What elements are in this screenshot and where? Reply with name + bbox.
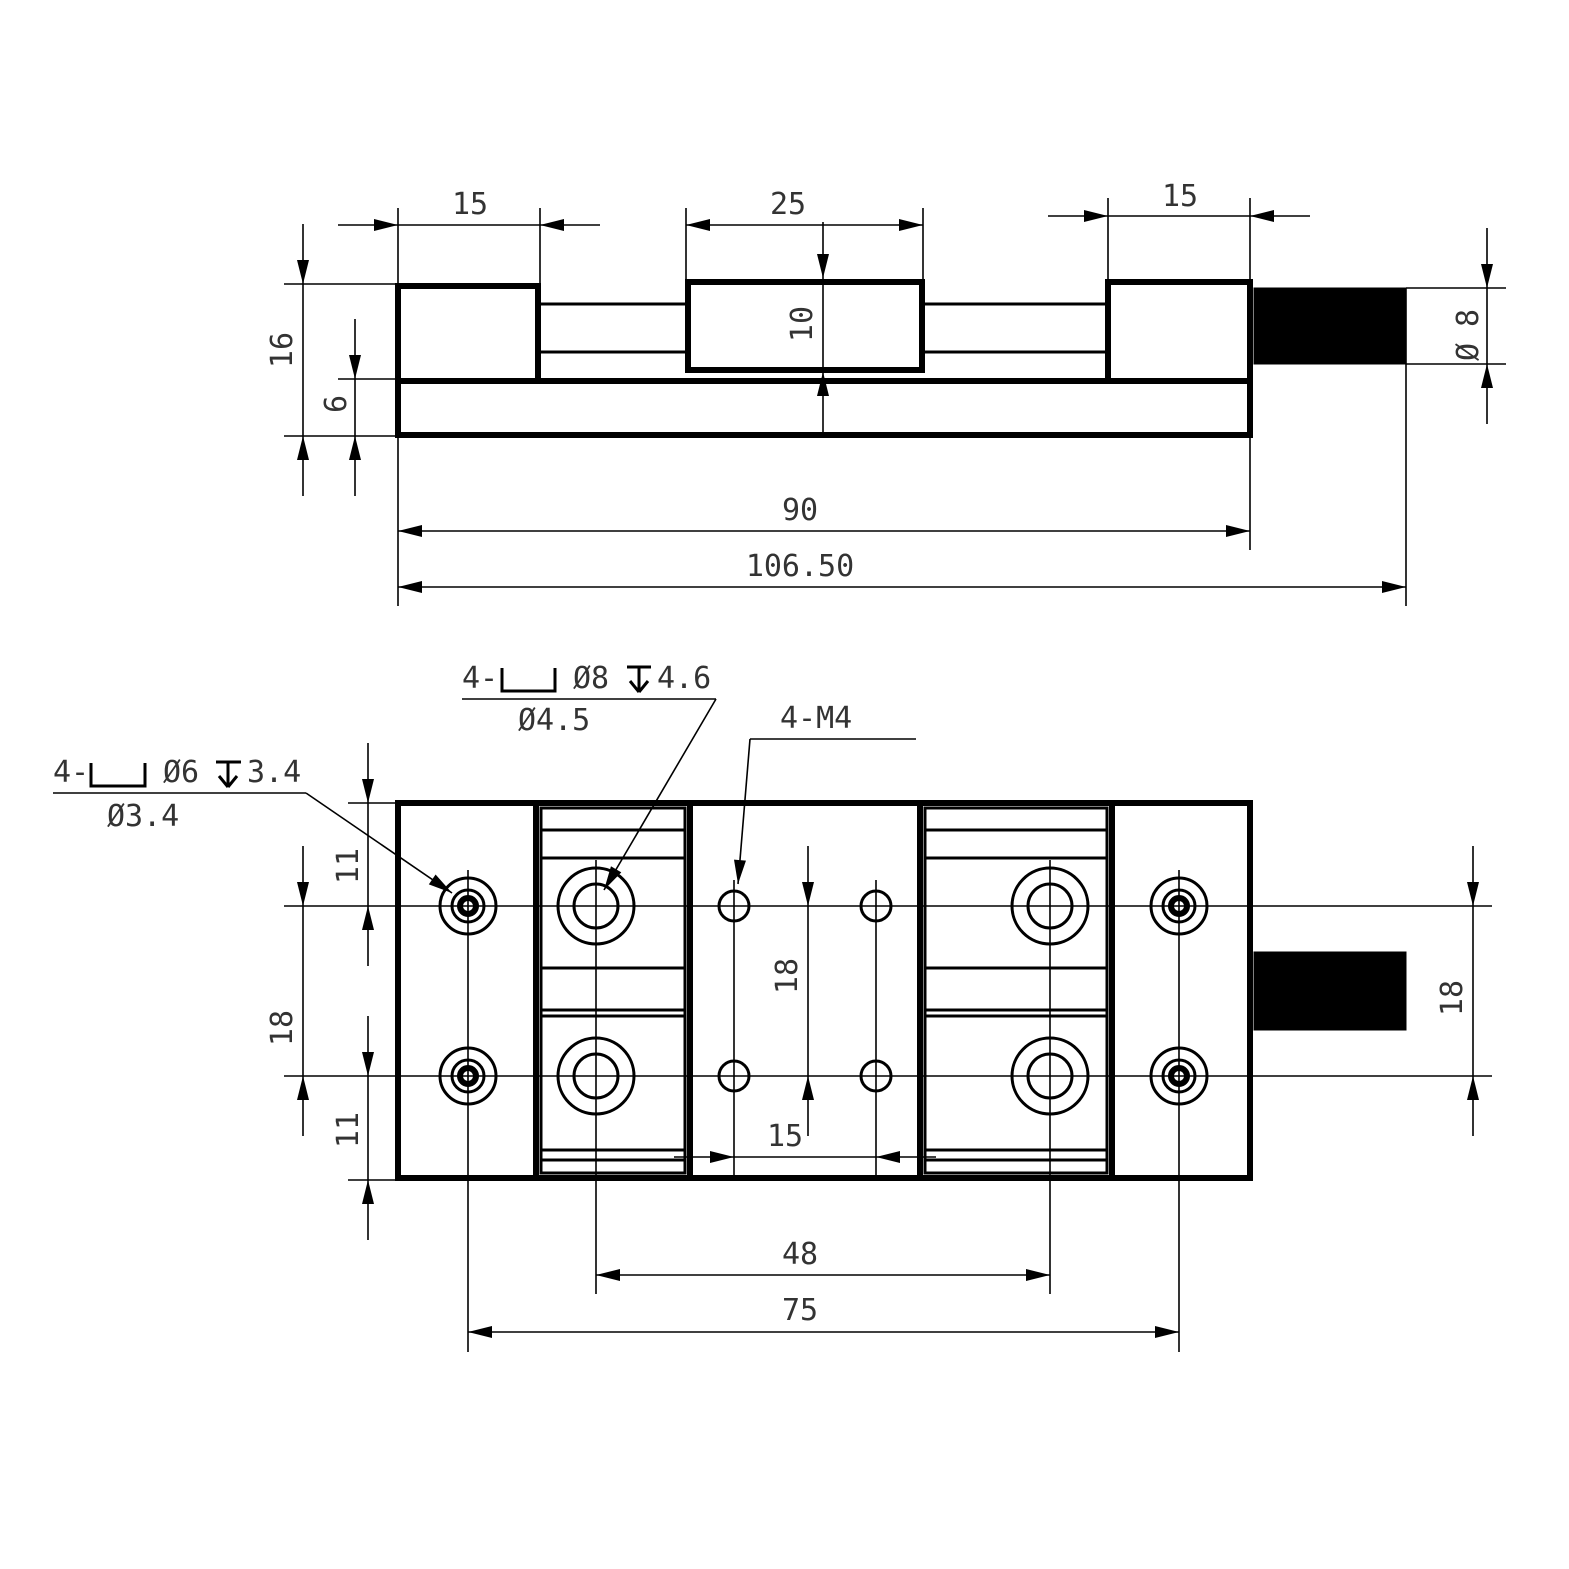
callout-small-thru: Ø3.4 bbox=[107, 799, 179, 834]
right-jaw bbox=[1105, 279, 1253, 384]
dim-edge-offset-bottom: 11 bbox=[331, 1112, 366, 1148]
left-pocket bbox=[539, 806, 687, 1175]
dim-right-jaw-width: 15 bbox=[1162, 179, 1198, 214]
left-jaw bbox=[395, 283, 541, 384]
callout-small-prefix: 4- bbox=[53, 755, 89, 790]
dim-m4-spacing: 15 bbox=[767, 1119, 803, 1154]
small-counterbore-holes bbox=[438, 876, 1209, 1106]
large-counterbore-holes bbox=[556, 866, 1090, 1116]
center-lines bbox=[284, 802, 1492, 1352]
diameter-symbol: Ø bbox=[1451, 343, 1486, 361]
center-block bbox=[685, 279, 925, 373]
adjust-knob bbox=[1253, 287, 1407, 365]
depth-symbol bbox=[216, 760, 241, 788]
extension-lines bbox=[284, 198, 1506, 606]
top-view: 4- Ø8 4.6 Ø4.5 4-M4 4- Ø6 3.4 Ø3.4 11 11… bbox=[53, 661, 1492, 1352]
counterbore-symbol bbox=[500, 668, 557, 693]
side-view: 15 25 15 10 16 6 Ø 8 90 106.50 bbox=[265, 179, 1506, 606]
dimension-lines bbox=[297, 743, 1479, 1338]
base-plate bbox=[395, 378, 1253, 438]
callout-large-diameter: Ø8 bbox=[573, 661, 609, 696]
adjust-knob bbox=[1253, 951, 1407, 1031]
callout-large-prefix: 4- bbox=[462, 661, 498, 696]
dim-left-hole-spacing: 18 bbox=[265, 1010, 300, 1046]
dim-total-height: 16 bbox=[265, 332, 300, 368]
dim-edge-offset-top: 11 bbox=[331, 848, 366, 884]
vise-body bbox=[395, 800, 1253, 1181]
dim-large-hole-pitch: 48 bbox=[782, 1237, 818, 1272]
dim-knob-diameter-value: 8 bbox=[1451, 309, 1486, 327]
dim-knob-diameter: Ø 8 bbox=[1451, 309, 1486, 361]
dim-base-height: 6 bbox=[319, 395, 354, 413]
dim-base-length: 90 bbox=[782, 493, 818, 528]
dim-small-hole-pitch: 75 bbox=[782, 1293, 818, 1328]
callout-small-depth: 3.4 bbox=[247, 755, 301, 790]
depth-symbol bbox=[627, 665, 651, 693]
pocket-lines bbox=[541, 828, 1107, 1162]
counterbore-symbol bbox=[89, 763, 147, 788]
threaded-holes bbox=[717, 889, 893, 1093]
callout-large-thru: Ø4.5 bbox=[518, 703, 590, 738]
dim-center-block-width: 25 bbox=[770, 187, 806, 222]
dimension-lines bbox=[297, 210, 1493, 593]
dim-block-height: 10 bbox=[785, 306, 820, 342]
callout-threaded: 4-M4 bbox=[780, 701, 852, 736]
leader-lines bbox=[53, 698, 916, 894]
right-pocket bbox=[923, 806, 1109, 1175]
dim-right-hole-spacing: 18 bbox=[1435, 980, 1470, 1016]
dim-left-jaw-width: 15 bbox=[452, 187, 488, 222]
dim-overall-length: 106.50 bbox=[746, 549, 854, 584]
callout-large-depth: 4.6 bbox=[657, 661, 711, 696]
dim-center-hole-spacing: 18 bbox=[770, 958, 805, 994]
callout-small-diameter: Ø6 bbox=[163, 755, 199, 790]
